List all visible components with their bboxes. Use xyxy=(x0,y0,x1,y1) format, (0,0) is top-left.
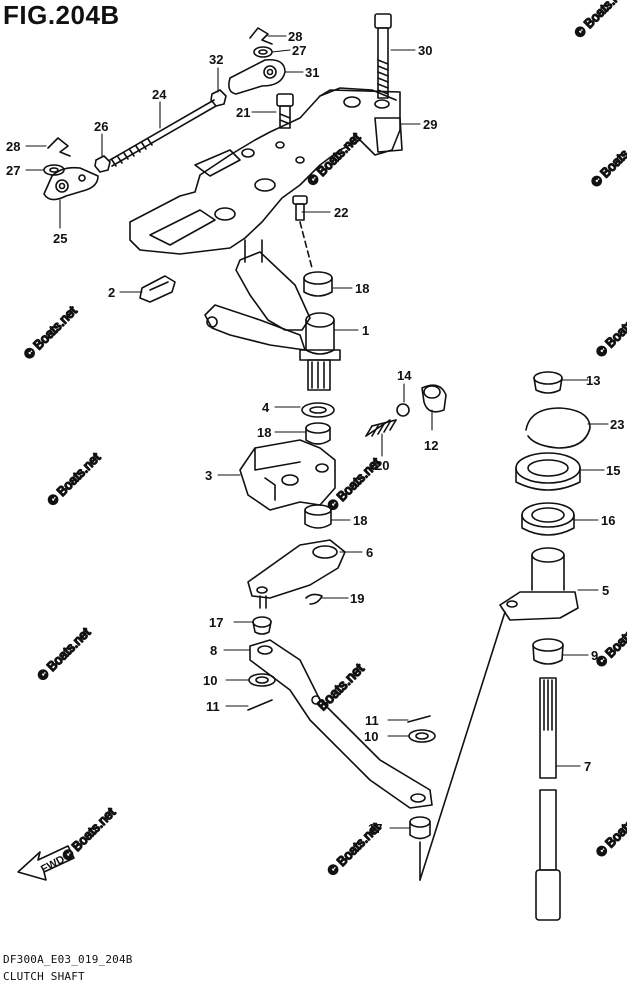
part-30-bolt xyxy=(374,13,392,99)
callout-32: 32 xyxy=(209,52,223,67)
callout-7: 7 xyxy=(584,759,591,774)
part-18-bushing-top xyxy=(303,271,333,297)
part-8-link-arm xyxy=(249,639,433,809)
part-22-bolt xyxy=(292,195,308,221)
watermark-text: Boats.net xyxy=(314,660,367,713)
callout-5: 5 xyxy=(602,583,609,598)
callout-12: 12 xyxy=(424,438,438,453)
part-11-pin-left xyxy=(247,699,273,711)
callout-18: 18 xyxy=(355,281,369,296)
part-20-spring xyxy=(365,419,397,437)
callout-labels: 28 27 30 31 32 24 21 26 29 28 27 25 22 2… xyxy=(6,29,624,836)
callout-11: 11 xyxy=(365,713,379,728)
part-14-ball xyxy=(396,403,410,417)
part-6-shift-arm xyxy=(247,539,346,609)
part-12-sleeve xyxy=(421,384,447,413)
callout-1: 1 xyxy=(362,323,369,338)
watermark-text: © Boats.net xyxy=(59,804,118,863)
callout-17: 17 xyxy=(209,615,223,630)
part-31-rod-end xyxy=(228,58,286,95)
part-17-bushing-bottom xyxy=(409,816,431,840)
figure-title: FIG.204B xyxy=(3,0,120,30)
part-26-nut xyxy=(94,155,111,173)
part-32-nut xyxy=(210,89,227,107)
watermark-text: © Boats.net xyxy=(588,131,627,190)
watermark-text: © Boats.net xyxy=(593,801,627,860)
part-9-bushing xyxy=(532,638,564,665)
part-29-bracket xyxy=(129,87,403,263)
callout-11: 11 xyxy=(206,699,220,714)
callout-23: 23 xyxy=(610,417,624,432)
part-10-washer-right xyxy=(408,729,436,743)
callout-10: 10 xyxy=(203,673,217,688)
callout-2: 2 xyxy=(108,285,115,300)
watermark-text: © Boats.net xyxy=(593,301,627,360)
callout-26: 26 xyxy=(94,119,108,134)
callout-19: 19 xyxy=(350,591,364,606)
part-3-shift-block xyxy=(239,439,336,511)
watermarks: © Boats.net © Boats.net © Boats.net © Bo… xyxy=(20,0,627,879)
part-27-washer-top xyxy=(253,46,273,58)
part-11-pin-right xyxy=(407,715,431,723)
watermark-text: © Boats.net xyxy=(21,303,80,362)
callout-3: 3 xyxy=(205,468,212,483)
callout-6: 6 xyxy=(366,545,373,560)
watermark-text: © Boats.net xyxy=(572,0,627,40)
part-5-shaft-housing xyxy=(499,547,579,621)
callout-20: 20 xyxy=(375,458,389,473)
callout-27: 27 xyxy=(6,163,20,178)
callout-31: 31 xyxy=(305,65,319,80)
callout-15: 15 xyxy=(606,463,620,478)
watermark-text: © Boats.net xyxy=(34,624,93,683)
part-7-clutch-shaft xyxy=(535,677,561,921)
callout-29: 29 xyxy=(423,117,437,132)
callout-16: 16 xyxy=(601,513,615,528)
part-16-oil-seal xyxy=(521,502,575,536)
callout-10: 10 xyxy=(364,729,378,744)
callout-8: 8 xyxy=(210,643,217,658)
callout-18: 18 xyxy=(353,513,367,528)
callout-24: 24 xyxy=(152,87,167,102)
part-24-threaded-rod xyxy=(109,99,217,167)
callout-14: 14 xyxy=(397,368,412,383)
callout-25: 25 xyxy=(53,231,67,246)
part-23-snap-ring xyxy=(525,407,591,449)
watermark-text: © Boats.net xyxy=(44,449,103,508)
callout-30: 30 xyxy=(418,43,432,58)
part-1-clutch-lever xyxy=(204,251,341,391)
figure-code: DF300A_E03_019_204B xyxy=(3,953,133,966)
reference-line xyxy=(419,611,506,881)
part-4-washer xyxy=(301,402,335,418)
part-25-rod-end xyxy=(43,166,99,201)
part-10-washer-left xyxy=(248,673,276,687)
figure-name: CLUTCH SHAFT xyxy=(3,970,85,983)
callout-28: 28 xyxy=(6,139,20,154)
callout-28: 28 xyxy=(288,29,302,44)
part-18-bushing-mid xyxy=(305,422,331,445)
callout-22: 22 xyxy=(334,205,348,220)
callout-13: 13 xyxy=(586,373,600,388)
callout-27: 27 xyxy=(292,43,306,58)
assembly-guide-line xyxy=(299,221,313,269)
callout-17: 17 xyxy=(368,821,382,836)
callout-21: 21 xyxy=(236,105,250,120)
leader-lines xyxy=(25,35,609,829)
part-28-clip-left xyxy=(47,137,71,157)
part-13-plug xyxy=(533,371,563,394)
part-15-bearing xyxy=(515,452,581,491)
callout-18: 18 xyxy=(257,425,271,440)
part-18-bushing-bottom xyxy=(304,504,332,529)
watermark-text: © Boats.net xyxy=(304,129,363,188)
part-28-clip-top xyxy=(249,27,273,45)
part-2-clip xyxy=(139,275,176,303)
part-17-bushing-top xyxy=(252,616,272,635)
callout-4: 4 xyxy=(262,400,270,415)
callout-9: 9 xyxy=(591,648,598,663)
part-19-circlip xyxy=(305,593,323,605)
